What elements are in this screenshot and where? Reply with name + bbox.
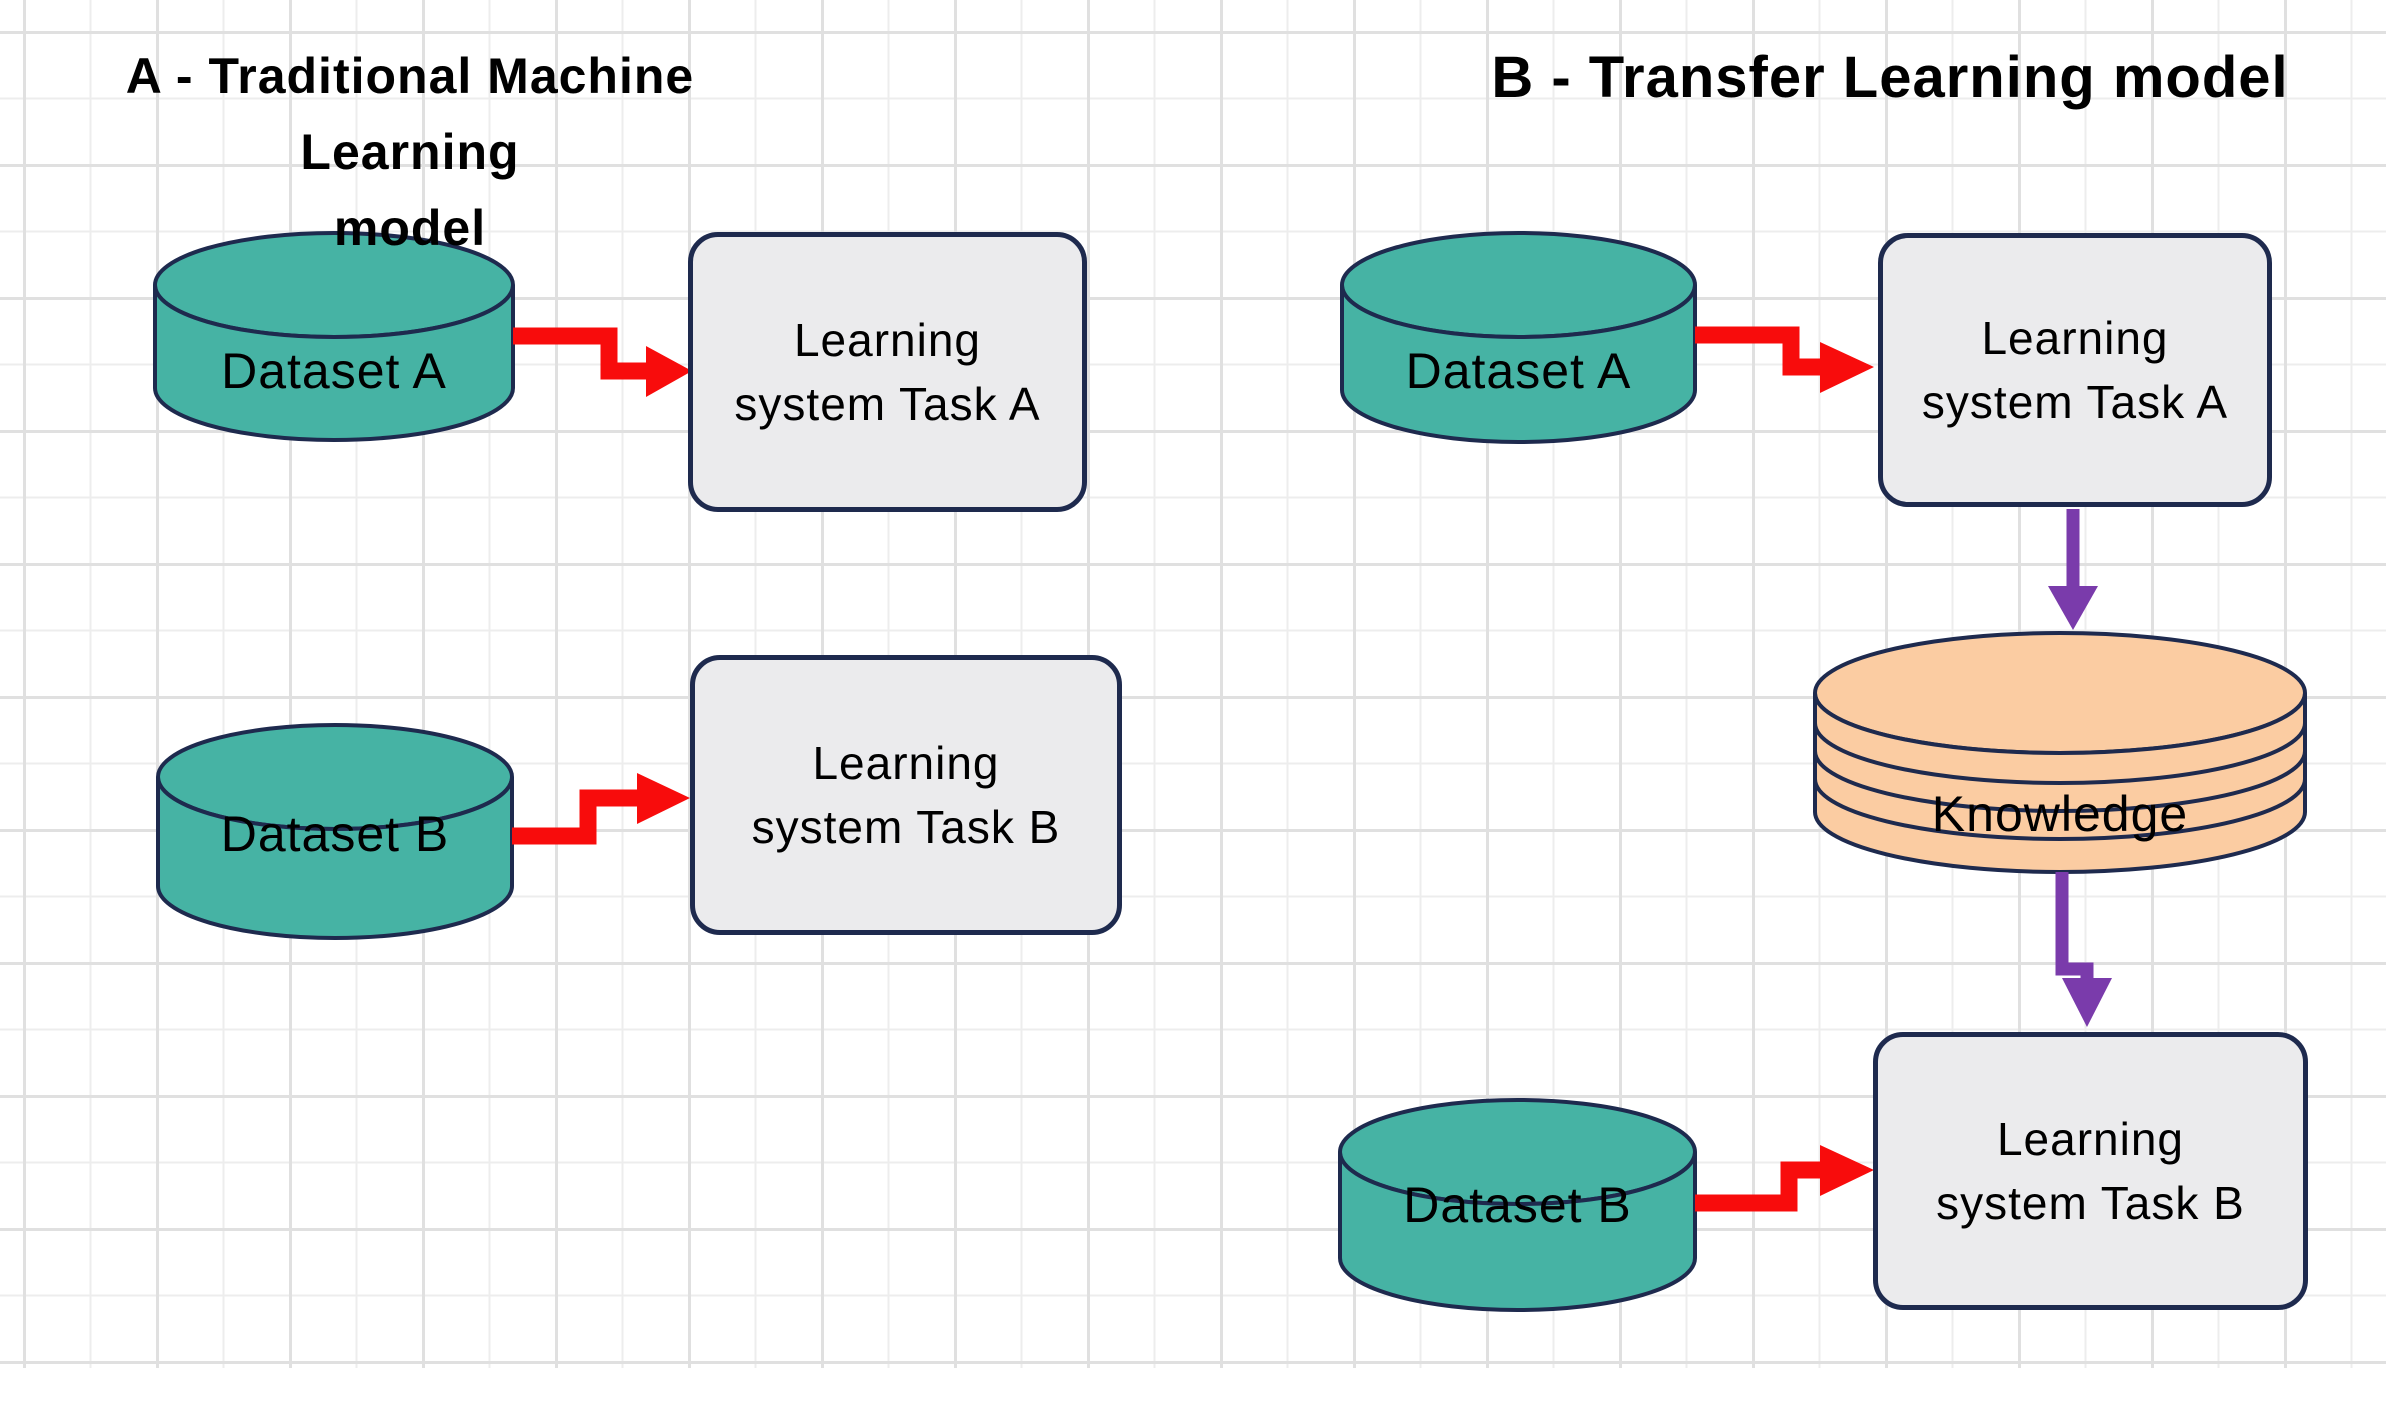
dataset-b-left-cylinder bbox=[156, 723, 514, 940]
dataset-a-right-label: Dataset A bbox=[1405, 343, 1632, 399]
learning-system-task-b-left-box: Learning system Task B bbox=[690, 655, 1122, 935]
arrow-dataset-a-to-task-a-left bbox=[513, 327, 692, 397]
dataset-a-right-cylinder bbox=[1340, 231, 1697, 444]
learning-system-task-a-left-box: Learning system Task A bbox=[688, 232, 1087, 512]
knowledge-label: Knowledge bbox=[1931, 786, 2189, 842]
arrow-dataset-a-to-task-a-right bbox=[1695, 326, 1874, 393]
title-traditional-ml: A - Traditional Machine Learning model bbox=[125, 48, 695, 256]
dataset-a-left-label: Dataset A bbox=[221, 343, 447, 399]
knowledge-cylinder bbox=[1813, 631, 2307, 874]
dataset-b-left-label: Dataset B bbox=[220, 806, 450, 862]
dataset-b-right-cylinder bbox=[1338, 1098, 1697, 1312]
arrow-knowledge-to-task-b bbox=[2055, 872, 2112, 1027]
learning-system-task-a-right-box: Learning system Task A bbox=[1878, 233, 2272, 507]
learning-system-task-b-right-box: Learning system Task B bbox=[1873, 1032, 2308, 1310]
arrow-dataset-b-to-task-b-left bbox=[512, 773, 690, 845]
dataset-b-right-label: Dataset B bbox=[1403, 1177, 1632, 1233]
dataset-a-left-cylinder bbox=[153, 231, 515, 442]
title-transfer-learning: B - Transfer Learning model bbox=[1491, 45, 2289, 110]
arrow-task-a-to-knowledge bbox=[2048, 509, 2098, 630]
arrow-dataset-b-to-task-b-right bbox=[1695, 1145, 1874, 1212]
